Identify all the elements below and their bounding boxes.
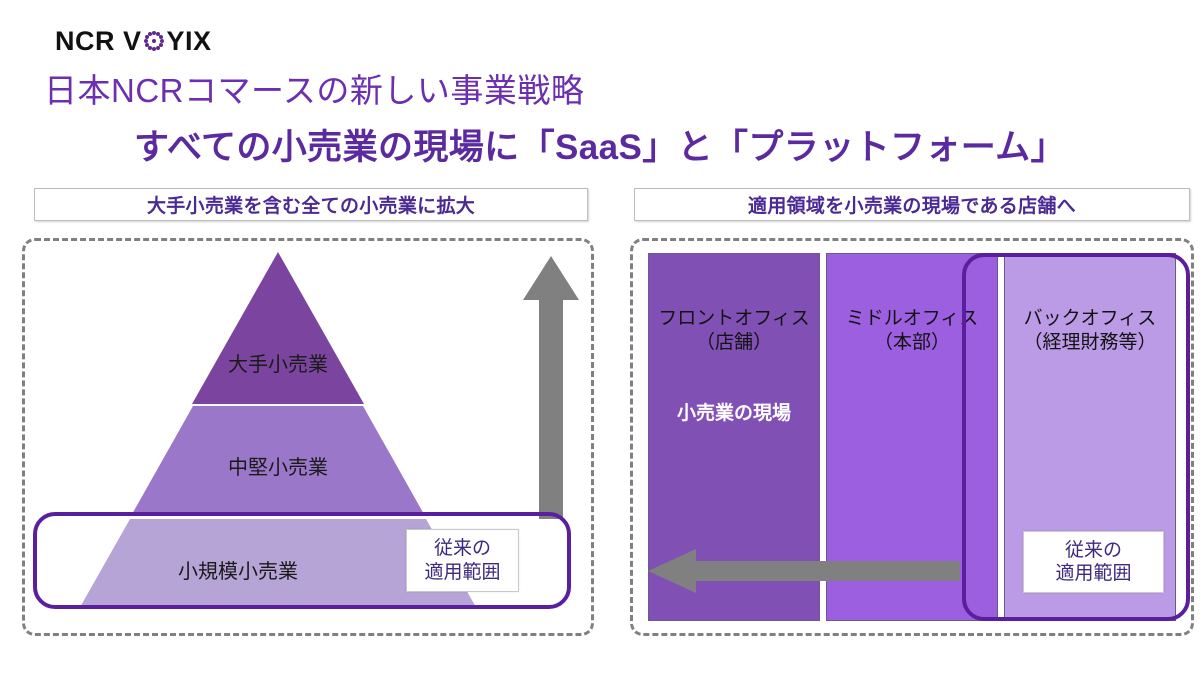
left-callout-line1: 従来の — [433, 538, 491, 560]
pyramid-tier-small-retail: 小規模小売業 — [22, 519, 534, 609]
pyramid-tier-1-shape — [192, 252, 364, 404]
pyramid-tier-3-shape — [79, 519, 477, 609]
right-panel-header: 適用領域を小売業の現場である店舗へ — [634, 188, 1190, 221]
office-middle-title: ミドルオフィス （本部） — [846, 307, 979, 356]
pyramid-tier-3-label: 小規模小売業 — [178, 560, 298, 583]
right-callout-line1: 従来の — [1064, 539, 1122, 561]
pyramid-diagram: 大手小売業 中堅小売業 小規模小売業 — [22, 238, 594, 636]
office-middle-title-line2: （本部） — [873, 332, 950, 354]
office-front-title-line1: フロントオフィス — [658, 308, 810, 329]
office-back-title-line1: バックオフィス — [1023, 308, 1157, 329]
right-legacy-scope-callout: 従来の 適用範囲 — [1023, 531, 1164, 593]
left-arrow-icon — [648, 549, 960, 593]
right-callout-line2: 適用範囲 — [1055, 563, 1132, 584]
slide-subtitle: 日本NCRコマースの新しい事業戦略 — [44, 72, 585, 109]
slide-main-title: すべての小売業の現場に「SaaS」と「プラットフォーム」 — [134, 128, 1066, 167]
pyramid-tier-2-label: 中堅小売業 — [228, 456, 328, 479]
office-back-title-line2: （経理財務等） — [1023, 332, 1157, 354]
ncr-voyix-logo: NCR V YIX — [55, 24, 212, 58]
office-back-title: バックオフィス （経理財務等） — [1023, 307, 1156, 356]
logo-text-ncr-v: NCR V — [55, 25, 142, 56]
pyramid-tier-2-shape — [131, 406, 425, 516]
logo-text-yix: YIX — [166, 25, 212, 56]
left-panel-header: 大手小売業を含む全ての小売業に拡大 — [34, 188, 588, 221]
pyramid-tier-mid-retail: 中堅小売業 — [22, 406, 534, 516]
office-front-subtitle: 小売業の現場 — [676, 402, 791, 424]
office-middle-title-line1: ミドルオフィス — [845, 308, 979, 329]
left-legacy-scope-callout: 従来の 適用範囲 — [406, 529, 519, 592]
pyramid-tier-large-retail: 大手小売業 — [22, 252, 534, 404]
office-columns: フロントオフィス （店舗） 小売業の現場 ミドルオフィス （本部） バックオフィ… — [648, 253, 1176, 621]
dotted-circle-o-icon — [143, 30, 166, 53]
left-callout-line2: 適用範囲 — [424, 561, 501, 583]
office-front-title: フロントオフィス （店舗） — [658, 307, 810, 356]
pyramid-tier-1-label: 大手小売業 — [228, 353, 328, 376]
office-front-title-line2: （店舗） — [695, 332, 772, 354]
office-column-middle: ミドルオフィス （本部） — [826, 253, 998, 621]
up-arrow-icon — [523, 256, 579, 519]
